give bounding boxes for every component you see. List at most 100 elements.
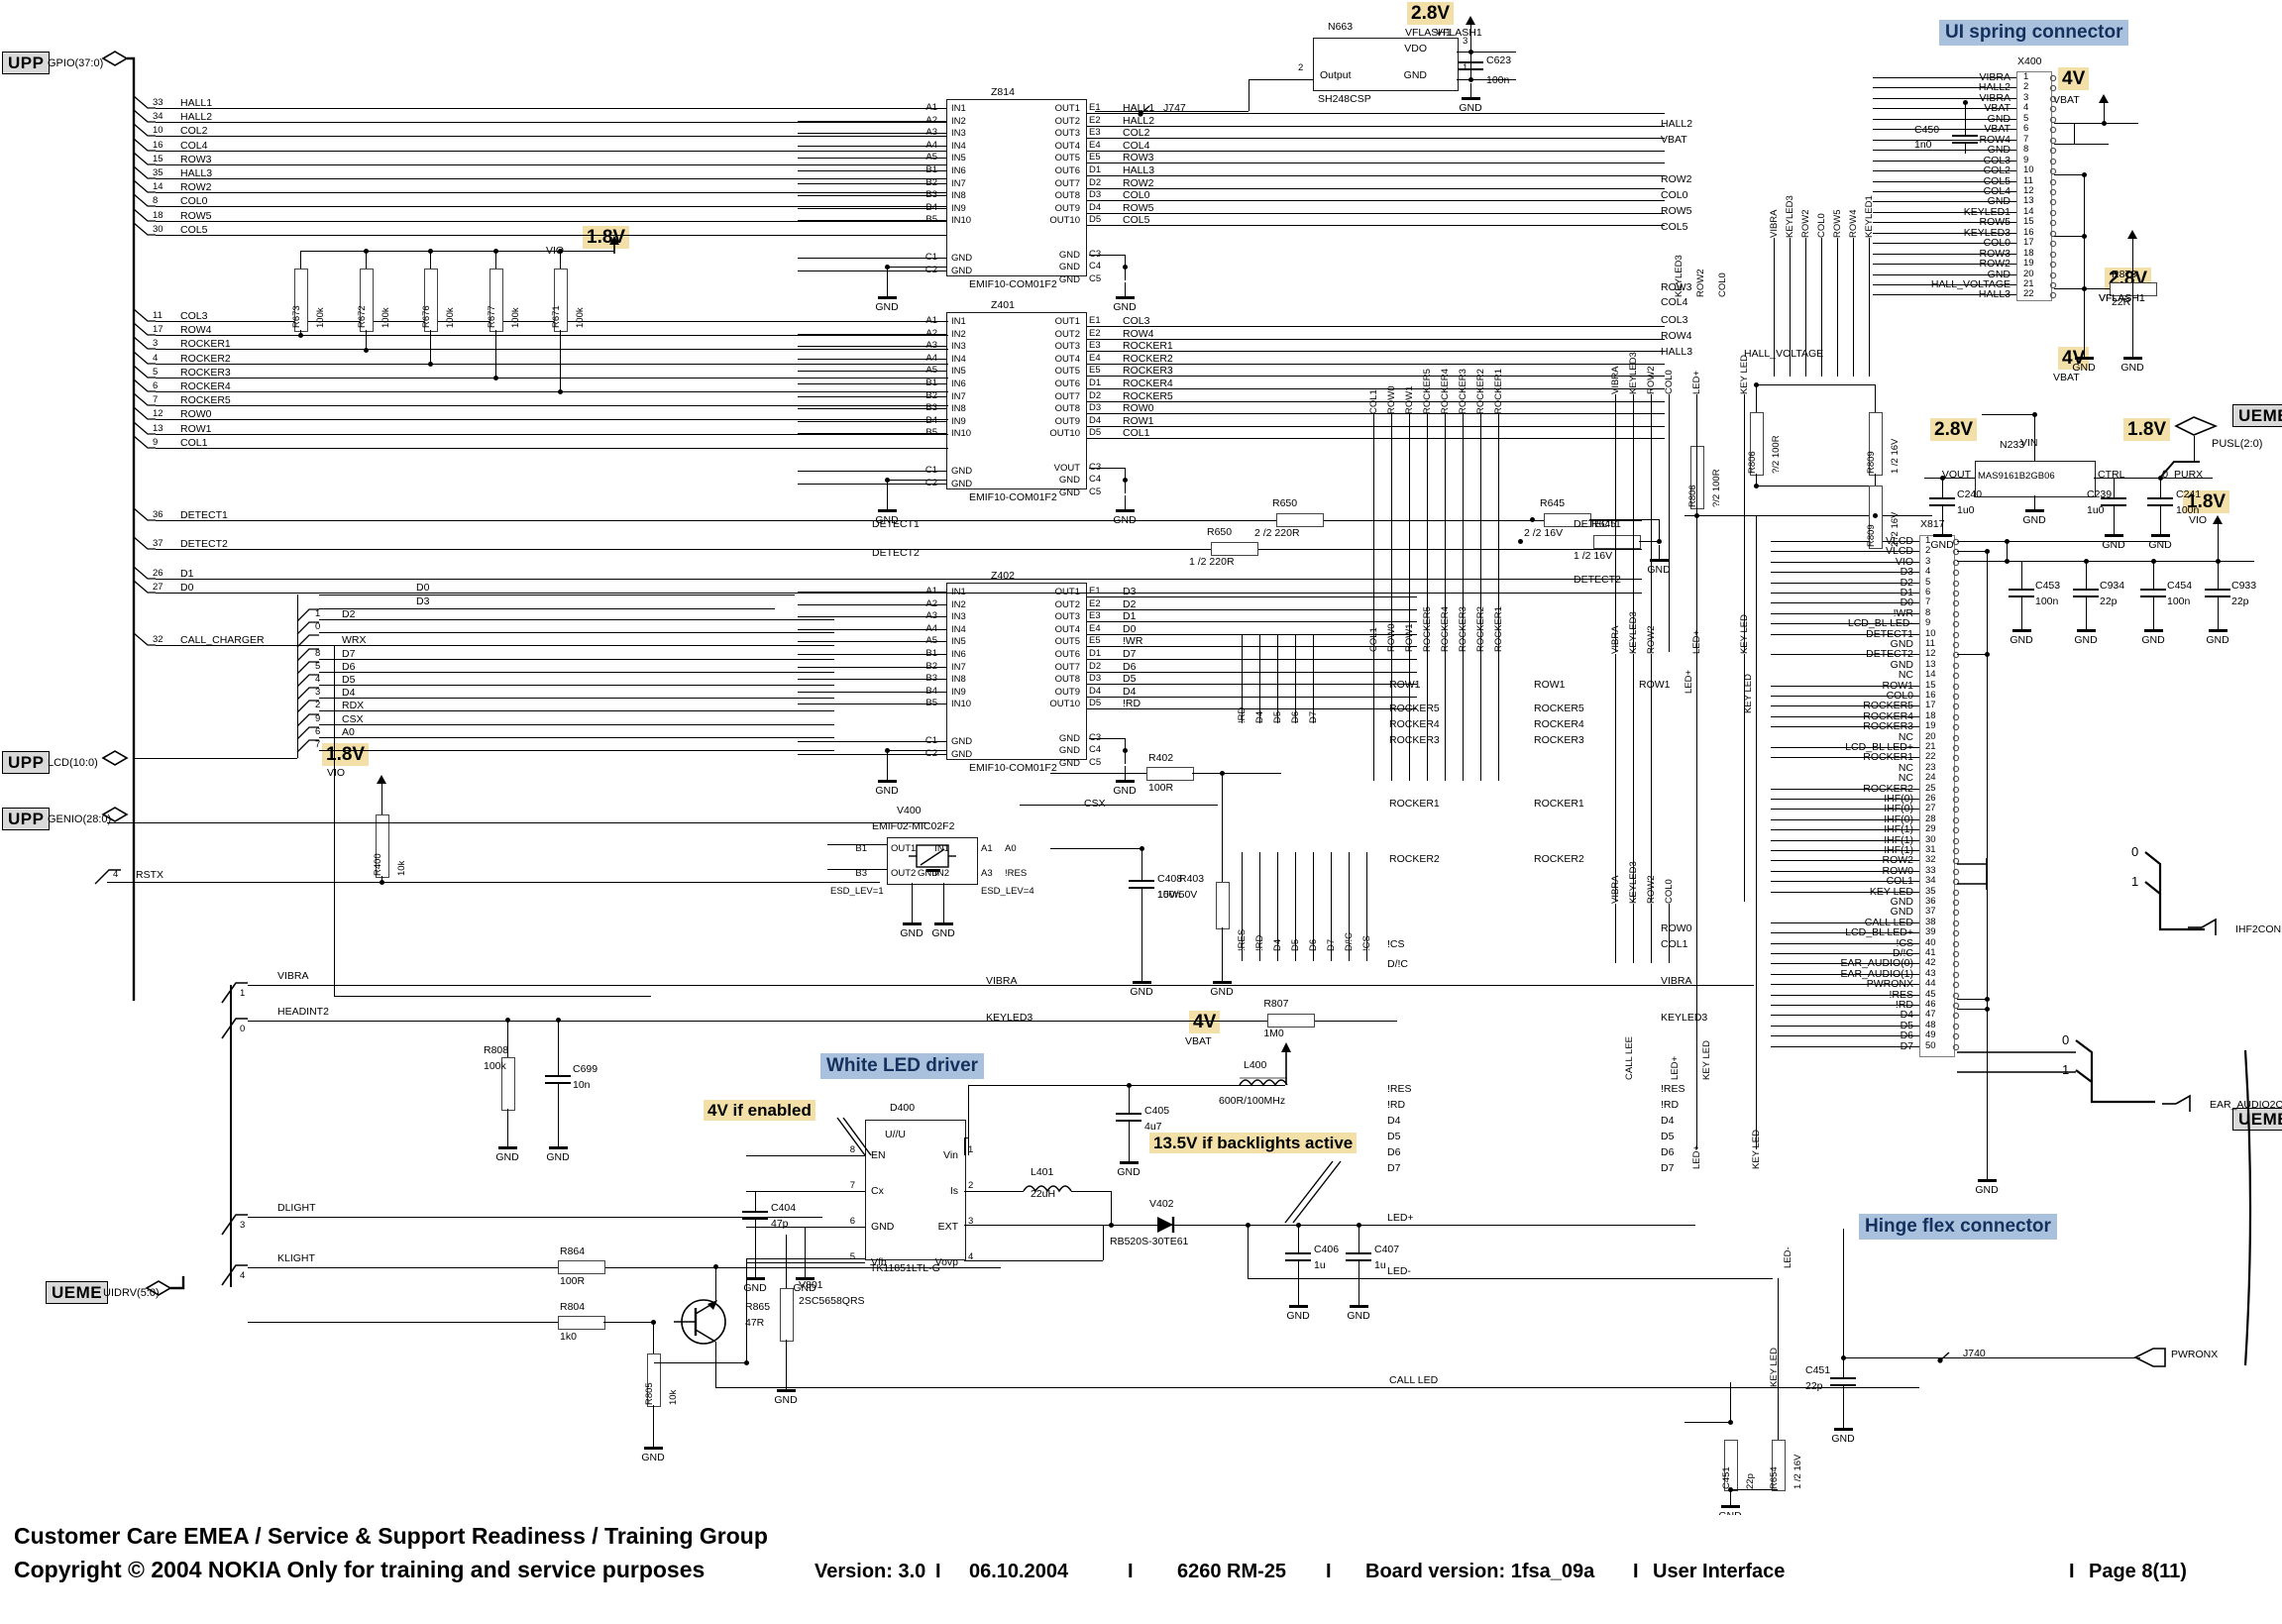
x817-pin-wire — [1771, 788, 1919, 790]
net-label-vbat-mid: VBAT — [2053, 372, 2080, 383]
gpio-signal-wire — [156, 192, 948, 194]
z-pin-name: GND — [1058, 274, 1080, 286]
data-bus-label: D5 — [1272, 710, 1283, 723]
net-bundle-wire — [1409, 414, 1410, 652]
c450-junction — [1962, 99, 1968, 105]
gpio-signal-name: DETECT2 — [180, 538, 228, 550]
footer-sep-2: I — [1128, 1561, 1134, 1582]
gpio-signal-name: HALL1 — [180, 97, 213, 109]
z-ball-label: C5 — [1089, 487, 1102, 498]
mid-label-rd: !RD — [1387, 1099, 1406, 1111]
gnd-stem — [1125, 495, 1126, 509]
z-ball-label: E4 — [1089, 139, 1101, 151]
z-pin-name: IN10 — [951, 215, 972, 227]
ihf-mux-glyph: 0 1 — [1957, 844, 2205, 931]
gnd-stem — [887, 766, 888, 780]
gnd-stem — [1129, 1147, 1130, 1161]
z-ball-label: A1 — [925, 103, 937, 113]
uidrv-pin-number: 4 — [240, 1270, 246, 1281]
x400-pin-number: 9 — [2023, 154, 2029, 165]
r806b-body — [1690, 446, 1704, 509]
gpio-signal-wire — [156, 419, 948, 421]
lcd-bus-spine — [297, 595, 298, 743]
vio-rail-junction — [363, 248, 369, 254]
net-bundle-label-2: ROW0 — [1386, 623, 1397, 653]
z-pin-name: IN5 — [951, 366, 966, 378]
x400-net-label: ROW2 — [1800, 209, 1811, 239]
c623-symbol — [1458, 61, 1483, 63]
r809-body — [1869, 412, 1883, 476]
ic-z814-ref: Z814 — [991, 86, 1015, 98]
c407-gnd: GND — [1347, 1310, 1370, 1322]
lcd-signal-wire — [319, 658, 834, 660]
cap-lead — [2021, 561, 2022, 589]
r400-lead — [381, 876, 382, 882]
x400-net-label: KEYLED3 — [1785, 195, 1795, 238]
z-pin-name: OUT6 — [1054, 379, 1080, 389]
x817-pin-wire — [1771, 984, 1919, 986]
purx-label: PURX — [2174, 469, 2204, 481]
mid-label-cs: !CS — [1387, 938, 1405, 950]
z-input-wire — [798, 603, 946, 605]
z-ball-label: C5 — [1089, 273, 1102, 285]
ledp-bottom-label: LED+ — [1691, 1144, 1702, 1169]
net-bundle-label-2: ROCKER2 — [1475, 606, 1486, 652]
x400-pin-number: 17 — [2023, 237, 2034, 249]
uidrv-spine — [230, 985, 232, 1287]
v801-collector — [715, 1266, 716, 1302]
net-bundle-label-d: KEY LED — [1739, 614, 1750, 654]
lcd-pin-number: 3 — [315, 687, 321, 699]
x400-pin-wire — [1873, 77, 2016, 78]
n233-vout-wire — [1924, 478, 1975, 479]
v801-emitter — [715, 1342, 716, 1387]
gnd-stem — [805, 1263, 806, 1277]
z-output-wire — [1087, 633, 1417, 635]
x400-pin-wire — [1873, 211, 2016, 213]
ic-z401-part: EMIF10-COM01F2 — [969, 491, 1057, 503]
top-net-col0: COL0 — [1661, 189, 1688, 201]
mid-label-rocker1: ROCKER1 — [1389, 798, 1440, 810]
pullup-ref: R677 — [487, 305, 497, 328]
x400-pin-wire — [1873, 273, 2016, 275]
net-label-vio-x817: VIO — [2189, 514, 2208, 526]
lcd-signal-wire — [319, 710, 834, 712]
x817-pin-name: GND — [1890, 638, 1913, 650]
pullup-lead — [430, 251, 431, 269]
z-input-wire — [798, 666, 946, 668]
x400-pin-wire — [1873, 170, 2016, 172]
r806-lead — [1756, 384, 1757, 412]
r654-junction — [1727, 1419, 1733, 1425]
x817-pin-number: 1 — [1925, 535, 1931, 546]
ic-v400-net-a0: A0 — [1005, 843, 1017, 854]
gnd-stem — [2132, 343, 2133, 357]
ic-v400-ball-b3: B3 — [855, 868, 867, 879]
z-pin-name: OUT5 — [1054, 636, 1080, 648]
z-input-wire — [798, 616, 946, 618]
gnd-stem — [887, 282, 888, 296]
c450-value: 1n0 — [1914, 139, 1932, 151]
cap-rail-junction — [2150, 558, 2156, 564]
z-ball-label: A2 — [925, 599, 937, 609]
z-pin-name: IN3 — [951, 611, 966, 623]
cap-gnd: GND — [2074, 634, 2098, 646]
call-led-wire — [715, 1387, 1409, 1388]
v400-out2-wire — [827, 869, 887, 870]
pullup-ref: R671 — [551, 305, 562, 328]
z-pin-name: IN1 — [951, 103, 966, 114]
r402-value: 100R — [1148, 782, 1174, 794]
x400-pin-number: 8 — [2023, 144, 2029, 156]
gnd-bar — [1213, 981, 1232, 984]
c239-value: 1u0 — [2087, 504, 2105, 516]
z-output-net-label: HALL3 — [1123, 164, 1155, 176]
z-output-net-label: COL0 — [1123, 189, 1150, 202]
gnd-bar — [1116, 296, 1135, 299]
z-gnd-wire — [887, 480, 888, 495]
data-bus-wire-2 — [1349, 852, 1350, 961]
z-input-wire — [798, 258, 946, 259]
z-pin-name: GND — [1058, 732, 1080, 744]
footer-sheet-name: User Interface — [1653, 1561, 1786, 1582]
d400-pin-name: GND — [871, 1221, 895, 1233]
d400-gnd-lead — [805, 1227, 806, 1263]
lcd-signal-wire — [319, 685, 834, 686]
z-pin-name: IN7 — [951, 390, 966, 402]
